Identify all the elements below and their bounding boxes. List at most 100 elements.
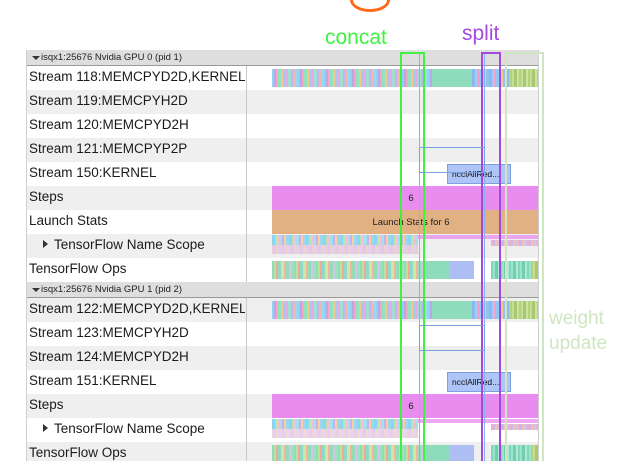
chevron-down-icon[interactable]: [32, 56, 40, 60]
timeline-row-track[interactable]: [246, 258, 538, 282]
timeline-group-title: isqx1:25676 Nvidia GPU 1 (pid 2): [41, 284, 182, 295]
tensorflow-ops-strip[interactable]: [531, 261, 538, 279]
steps-bar[interactable]: [272, 394, 538, 418]
kernel-activity-strip[interactable]: [472, 301, 510, 319]
kernel-activity-block[interactable]: [432, 69, 472, 87]
annotation-label-weight-update-line1: weight: [549, 308, 604, 329]
steps-bar-label: 6: [408, 400, 414, 412]
timeline-row-label: Stream 119:MEMCPYH2D: [29, 93, 245, 108]
chevron-right-icon[interactable]: [43, 424, 48, 433]
launch-stats-bar-label: Launch Stats for 6: [372, 216, 450, 228]
timeline-row[interactable]: TensorFlow Name Scope: [27, 418, 538, 442]
timeline-row[interactable]: TensorFlow Ops: [27, 442, 538, 461]
name-scope-bar[interactable]: [418, 235, 538, 239]
kernel-activity-strip[interactable]: [272, 301, 432, 319]
timeline-row-track[interactable]: Launch Stats for 6: [246, 210, 538, 234]
timeline-row-track[interactable]: 6: [246, 186, 538, 210]
annotation-label-weight-update-line2: update: [549, 333, 608, 354]
name-scope-tail-strip[interactable]: [491, 424, 538, 430]
name-scope-strip[interactable]: [272, 235, 418, 245]
timeline-row[interactable]: Stream 118:MEMCPYD2D,KERNEL,ME: [27, 66, 538, 90]
timeline-row-label: TensorFlow Ops: [29, 261, 245, 276]
chevron-down-icon[interactable]: [32, 288, 40, 292]
timeline-row-label: Stream 121:MEMCPYP2P: [29, 141, 245, 156]
timeline-row-track[interactable]: [246, 298, 538, 322]
timeline-row-label-text: Stream 119:MEMCPYH2D: [29, 93, 188, 108]
timeline-row-label: Launch Stats: [29, 213, 245, 228]
timeline-row-label: Stream 120:MEMCPYD2H: [29, 117, 245, 132]
tensorflow-ops-strip[interactable]: [272, 261, 424, 279]
timeline-group-title: isqx1:25676 Nvidia GPU 0 (pid 1): [41, 52, 182, 63]
timeline-row[interactable]: Steps 6: [27, 186, 538, 210]
timeline-row-label-text: TensorFlow Name Scope: [54, 421, 205, 436]
timeline-row-track[interactable]: ncclAllRed...: [246, 162, 538, 186]
timeline-group-header[interactable]: isqx1:25676 Nvidia GPU 1 (pid 2): [27, 282, 538, 298]
name-scope-bar[interactable]: [418, 419, 538, 423]
timeline-row[interactable]: Stream 122:MEMCPYD2D,KERNEL,MI: [27, 298, 538, 322]
timeline-row-track[interactable]: [246, 114, 538, 138]
annotation-label-split: split: [462, 22, 500, 45]
tensorflow-ops-strip[interactable]: [491, 261, 531, 279]
timeline-row-label-text: TensorFlow Name Scope: [54, 237, 205, 252]
timeline-row-label-text: Stream 150:KERNEL: [29, 165, 157, 180]
timeline-row-track[interactable]: 6: [246, 394, 538, 418]
tensorflow-ops-strip[interactable]: [491, 445, 531, 461]
timeline-row-track[interactable]: [246, 418, 538, 442]
timeline-row[interactable]: Stream 151:KERNEL ncclAllRed...: [27, 370, 538, 394]
tensorflow-ops-block[interactable]: [424, 261, 450, 279]
timeline-row-track[interactable]: ncclAllRed...: [246, 370, 538, 394]
timeline-row[interactable]: Launch Stats Launch Stats for 6: [27, 210, 538, 234]
tensorflow-ops-block[interactable]: [424, 445, 450, 461]
timeline-row-label: Stream 150:KERNEL: [29, 165, 245, 180]
timeline-row-track[interactable]: [246, 346, 538, 370]
timeline-row-label: Stream 123:MEMCPYH2D: [29, 325, 245, 340]
name-scope-substrip[interactable]: [272, 429, 418, 438]
orange-arc-annotation-icon: [350, 0, 390, 12]
name-scope-strip[interactable]: [272, 419, 418, 429]
kernel-activity-block[interactable]: [432, 301, 472, 319]
timeline-row-label: Stream 124:MEMCPYD2H: [29, 349, 245, 364]
timeline-row-track[interactable]: [246, 234, 538, 258]
timeline-row-track[interactable]: [246, 442, 538, 461]
tensorflow-ops-block[interactable]: [450, 261, 474, 279]
timeline-row-track[interactable]: [246, 66, 538, 90]
annotation-label-weight-update: weight update: [549, 306, 607, 356]
timeline-row-label: Stream 151:KERNEL: [29, 373, 245, 388]
timeline-row-label: Stream 118:MEMCPYD2D,KERNEL,ME: [29, 69, 245, 84]
trace-timeline-panel[interactable]: isqx1:25676 Nvidia GPU 0 (pid 1) Stream 1…: [26, 50, 539, 461]
timeline-row[interactable]: Stream 120:MEMCPYD2H: [27, 114, 538, 138]
name-scope-tail-strip[interactable]: [491, 240, 538, 246]
kernel-activity-strip[interactable]: [510, 69, 538, 87]
timeline-row[interactable]: Stream 123:MEMCPYH2D: [27, 322, 538, 346]
timeline-row-label-text: Steps: [29, 189, 64, 204]
timeline-row-label-text: TensorFlow Ops: [29, 445, 127, 460]
timeline-row-label: TensorFlow Name Scope: [43, 237, 259, 252]
kernel-activity-strip[interactable]: [272, 69, 432, 87]
timeline-row[interactable]: Steps 6: [27, 394, 538, 418]
timeline-row-track[interactable]: [246, 90, 538, 114]
steps-bar-label: 6: [408, 192, 414, 204]
timeline-row-track[interactable]: [246, 138, 538, 162]
tensorflow-ops-strip[interactable]: [531, 445, 538, 461]
kernel-activity-strip[interactable]: [472, 69, 510, 87]
name-scope-substrip[interactable]: [272, 245, 418, 254]
launch-stats-bar[interactable]: [272, 210, 538, 234]
timeline-row-track[interactable]: [246, 322, 538, 346]
nccl-allreduce-block[interactable]: ncclAllRed...: [447, 164, 511, 184]
timeline-row-label-text: Steps: [29, 397, 64, 412]
timeline-row[interactable]: TensorFlow Ops: [27, 258, 538, 282]
chevron-right-icon[interactable]: [43, 240, 48, 249]
timeline-group-header[interactable]: isqx1:25676 Nvidia GPU 0 (pid 1): [27, 50, 538, 66]
timeline-row[interactable]: Stream 119:MEMCPYH2D: [27, 90, 538, 114]
timeline-row-label-text: Stream 122:MEMCPYD2D,KERNEL,MI: [29, 301, 245, 316]
steps-bar[interactable]: [272, 186, 538, 210]
nccl-allreduce-block[interactable]: ncclAllRed...: [447, 372, 511, 392]
tensorflow-ops-strip[interactable]: [272, 445, 424, 461]
kernel-activity-strip[interactable]: [510, 301, 538, 319]
timeline-row[interactable]: Stream 150:KERNEL ncclAllRed...: [27, 162, 538, 186]
timeline-row[interactable]: TensorFlow Name Scope: [27, 234, 538, 258]
timeline-row[interactable]: Stream 124:MEMCPYD2H: [27, 346, 538, 370]
tensorflow-ops-block[interactable]: [450, 445, 474, 461]
timeline-row[interactable]: Stream 121:MEMCPYP2P: [27, 138, 538, 162]
annotation-label-concat: concat: [325, 26, 387, 49]
